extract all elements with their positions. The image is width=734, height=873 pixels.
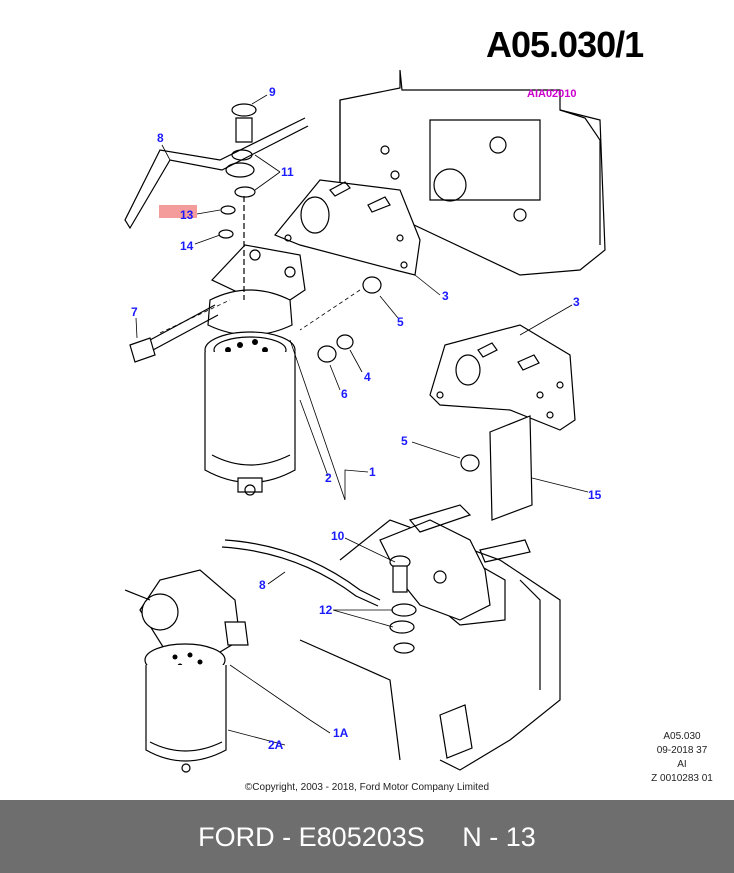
callout-1[interactable]: 1	[369, 465, 376, 479]
engine-block-lower	[299, 519, 561, 771]
callout-6[interactable]: 6	[341, 387, 348, 401]
highlight-marker	[159, 205, 197, 218]
fuel-filter-assembly	[204, 244, 306, 496]
callout-4[interactable]: 4	[364, 370, 371, 384]
stamp-line-3: AI	[677, 759, 687, 770]
stamp-line-1: A05.030	[663, 731, 701, 742]
diagram-title: A05.030/1	[486, 24, 644, 65]
callout-10[interactable]: 10	[331, 529, 345, 543]
exploded-view-drawing	[124, 69, 606, 773]
leader-lines	[135, 94, 589, 746]
callout-11[interactable]: 11	[281, 165, 294, 179]
stamp-line-2: 09-2018 37	[656, 745, 708, 756]
callout-5-middle[interactable]: 5	[401, 434, 408, 448]
fuel-pipe-upper	[124, 117, 309, 230]
callout-8-lower[interactable]: 8	[259, 578, 266, 592]
bolt-10-and-washers-12	[389, 555, 417, 654]
bolt-7	[129, 299, 231, 363]
nut-5-middle	[460, 454, 480, 472]
callout-12[interactable]: 12	[319, 603, 333, 617]
part-number-text: FORD - E805203S N - 13	[198, 822, 536, 852]
callout-14[interactable]: 14	[180, 239, 194, 253]
callout-7[interactable]: 7	[131, 305, 138, 319]
banjo-bolt-and-washers	[218, 103, 257, 300]
engine-block-top	[339, 69, 606, 276]
copyright-notice: ©Copyright, 2003 - 2018, Ford Motor Comp…	[244, 782, 490, 793]
callout-3-upper[interactable]: 3	[442, 289, 449, 303]
nuts-and-washers	[299, 276, 382, 363]
bracket-middle	[429, 324, 576, 431]
callout-2A[interactable]: 2A	[268, 738, 284, 752]
fuel-filter-lower	[124, 569, 249, 773]
callout-5-upper[interactable]: 5	[397, 315, 404, 329]
drawing-stamp: A05.030 09-2018 37 AI Z 0010283 01	[640, 730, 724, 786]
part-number-footer: FORD - E805203S N - 13	[0, 800, 734, 873]
callout-13[interactable]: 13	[180, 208, 194, 222]
callout-9[interactable]: 9	[269, 85, 276, 99]
callout-1A[interactable]: 1A	[333, 726, 349, 740]
bracket-upper	[274, 179, 421, 276]
stamp-line-4: Z 0010283 01	[651, 773, 713, 784]
callout-2[interactable]: 2	[325, 471, 332, 485]
fuel-pipe-lower	[221, 539, 381, 607]
callout-15[interactable]: 15	[588, 488, 602, 502]
callout-3-middle[interactable]: 3	[573, 295, 580, 309]
plate-15	[489, 415, 533, 521]
reference-code: AIA02010	[527, 88, 577, 100]
callout-8-upper[interactable]: 8	[157, 131, 164, 145]
